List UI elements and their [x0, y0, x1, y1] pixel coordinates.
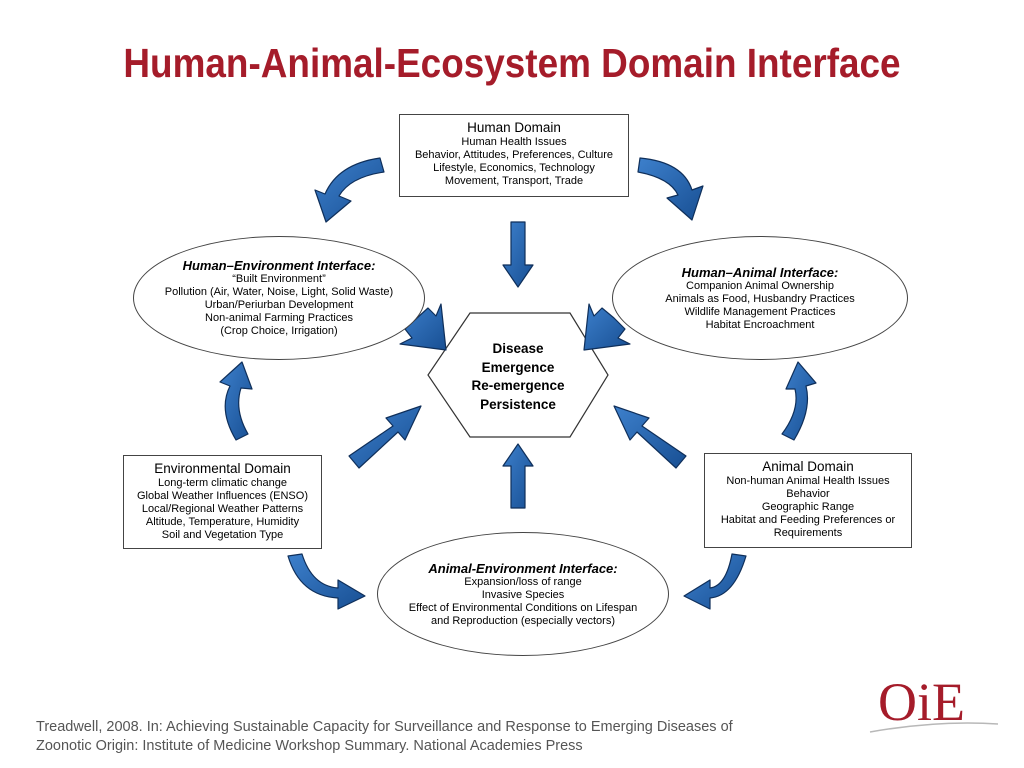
arrow-animal-env-to-center — [502, 443, 534, 509]
animal-environment-item: Invasive Species — [481, 588, 565, 601]
center-disease-text: Disease Emergence Re-emergence Persisten… — [428, 340, 608, 414]
center-hexagon — [427, 312, 609, 438]
animal-domain-item: Non-human Animal Health Issues — [726, 475, 890, 487]
environmental-domain-heading: Environmental Domain — [154, 461, 291, 476]
human-domain-item: Human Health Issues — [461, 136, 567, 148]
human-domain-item: Lifestyle, Economics, Technology — [433, 162, 595, 174]
animal-environment-item: and Reproduction (especially vectors) — [430, 614, 616, 627]
environmental-domain-item: Local/Regional Weather Patterns — [141, 503, 304, 515]
oie-logo: OiE — [869, 672, 999, 733]
human-environment-item: Urban/Periurban Development — [204, 299, 354, 311]
arrow-curved-human-to-human-env — [314, 157, 385, 223]
environmental-domain-box: Environmental Domain Long-term climatic … — [123, 455, 322, 549]
arrow-animal-to-center — [613, 405, 687, 469]
animal-domain-item: Behavior — [786, 488, 830, 500]
arrow-curved-human-to-human-animal — [637, 157, 704, 221]
center-line: Persistence — [480, 396, 556, 412]
logo-text: OiE — [878, 672, 965, 732]
arrow-curved-animal-to-animal-env — [683, 553, 747, 610]
environmental-domain-item: Long-term climatic change — [157, 477, 287, 489]
human-animal-heading: Human–Animal Interface: — [681, 264, 839, 280]
human-environment-heading: Human–Environment Interface: — [182, 258, 376, 273]
center-line: Re-emergence — [471, 378, 565, 393]
center-line: Disease — [492, 341, 544, 356]
human-domain-item: Movement, Transport, Trade — [444, 175, 584, 187]
human-environment-item: “Built Environment” — [232, 273, 326, 285]
animal-environment-item: Expansion/loss of range — [464, 575, 582, 588]
animal-domain-item: Habitat and Feeding Preferences or — [720, 514, 896, 526]
arrow-curved-animal-to-human-animal — [781, 361, 817, 441]
human-animal-item: Animals as Food, Husbandry Practices — [665, 292, 855, 305]
human-environment-item: Pollution (Air, Water, Noise, Light, Sol… — [164, 286, 394, 298]
human-animal-ellipse: Human–Animal Interface: Companion Animal… — [612, 236, 908, 360]
human-environment-item: Non-animal Farming Practices — [205, 312, 353, 324]
human-environment-item: (Crop Choice, Irrigation) — [220, 325, 338, 337]
human-animal-item: Habitat Encroachment — [705, 318, 815, 331]
human-domain-box: Human Domain Human Health Issues Behavio… — [399, 114, 629, 197]
arrow-human-env-to-center — [399, 303, 447, 351]
animal-domain-item: Geographic Range — [761, 501, 855, 513]
human-domain-item: Behavior, Attitudes, Preferences, Cultur… — [414, 149, 614, 161]
arrow-human-animal-to-center — [583, 303, 631, 351]
human-environment-ellipse: Human–Environment Interface: “Built Envi… — [133, 236, 425, 360]
arrow-curved-env-to-human-env — [219, 361, 253, 441]
arrow-env-to-center — [348, 405, 422, 469]
animal-environment-heading: Animal-Environment Interface: — [428, 560, 618, 576]
environmental-domain-item: Global Weather Influences (ENSO) — [137, 490, 308, 502]
environmental-domain-item: Soil and Vegetation Type — [161, 529, 284, 541]
animal-domain-box: Animal Domain Non-human Animal Health Is… — [704, 453, 912, 548]
animal-domain-heading: Animal Domain — [762, 459, 854, 474]
human-animal-item: Companion Animal Ownership — [686, 279, 834, 292]
human-animal-item: Wildlife Management Practices — [684, 305, 836, 318]
arrow-human-to-center — [502, 221, 534, 288]
arrow-curved-env-to-animal-env — [287, 553, 366, 610]
citation-line-2: Zoonotic Origin: Institute of Medicine W… — [36, 738, 583, 754]
slide-title: Human-Animal-Ecosystem Domain Interface — [123, 40, 901, 86]
human-domain-heading: Human Domain — [467, 120, 561, 135]
citation: Treadwell, 2008. In: Achieving Sustainab… — [36, 718, 866, 756]
environmental-domain-item: Altitude, Temperature, Humidity — [145, 516, 300, 528]
animal-environment-item: Effect of Environmental Conditions on Li… — [408, 601, 638, 614]
animal-domain-item: Requirements — [773, 527, 843, 539]
center-line: Emergence — [481, 359, 555, 375]
citation-line-1: Treadwell, 2008. In: Achieving Sustainab… — [36, 719, 733, 735]
animal-environment-ellipse: Animal-Environment Interface: Expansion/… — [377, 532, 669, 656]
